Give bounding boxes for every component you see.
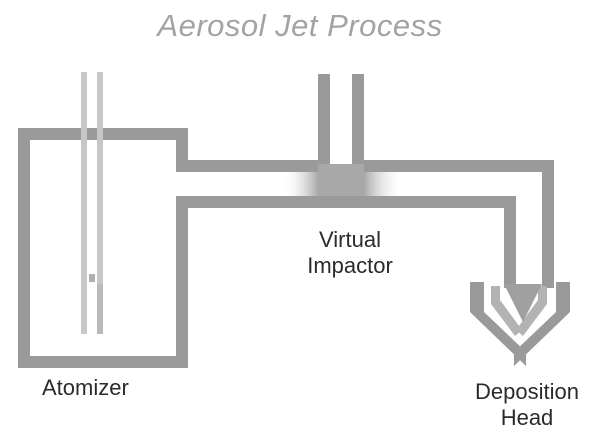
pipe-right-outer (542, 160, 554, 288)
atomizer-tube-notch (89, 274, 95, 282)
impactor-stack-right (352, 74, 364, 172)
pipe-top-right (364, 160, 554, 172)
deposition-head-label-line2: Head (500, 405, 554, 430)
pipe-bottom (176, 196, 516, 208)
nozzle-core (504, 284, 542, 322)
atomizer-label: Atomizer (42, 375, 129, 400)
nozzle-right-inner (516, 286, 547, 336)
virtual-impactor-flow (282, 164, 404, 196)
virtual-impactor-label-line2: Impactor (307, 253, 393, 278)
nozzle-right-outer (514, 282, 570, 366)
diagram-title: Aerosol Jet Process (157, 8, 443, 43)
nozzle-left-inner (491, 286, 522, 336)
atomizer-tube (81, 72, 103, 334)
impactor-stack-left (318, 74, 330, 172)
atomizer-right-wall-lower (176, 202, 188, 368)
atomizer-left-wall (18, 128, 30, 368)
atomizer-right-wall-upper (176, 128, 188, 170)
atomizer-tube-right-lower (97, 284, 103, 334)
deposition-head-label: Deposition Head (452, 379, 600, 431)
virtual-impactor-label-line1: Virtual (319, 227, 381, 252)
pipe-top-left (176, 160, 318, 172)
nozzle-left-outer (470, 282, 526, 366)
atomizer-tube-right-upper (97, 72, 103, 284)
atomizer-bottom-wall (18, 356, 188, 368)
transfer-pipe (176, 74, 554, 288)
deposition-head-label-line1: Deposition (475, 379, 579, 404)
pipe-right-inner (504, 196, 516, 288)
atomizer-chamber (18, 128, 188, 368)
virtual-impactor-label: Virtual Impactor (285, 227, 415, 279)
deposition-head (470, 282, 570, 366)
atomizer-tube-left (81, 72, 87, 334)
